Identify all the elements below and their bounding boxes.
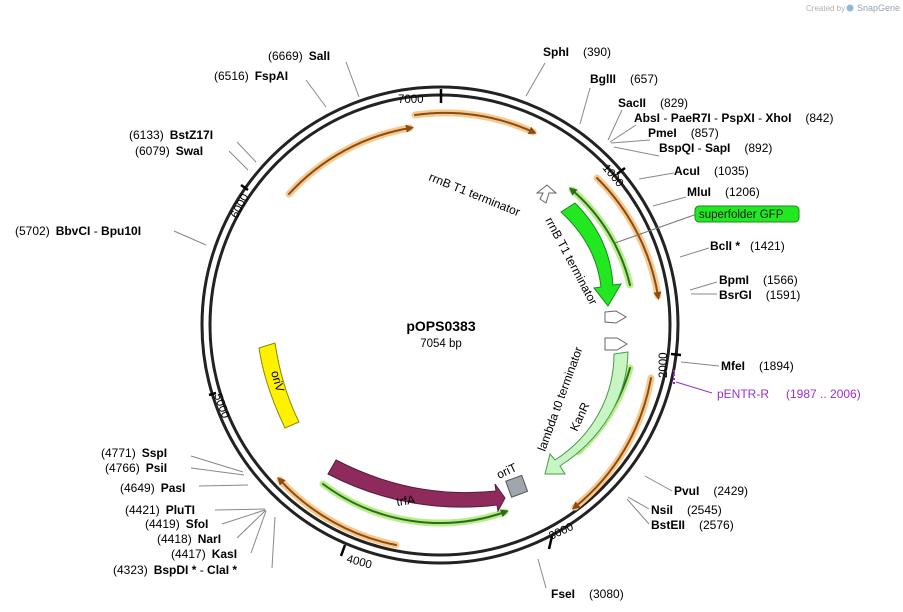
tick-label-2000: 2000 xyxy=(658,352,670,378)
svg-text:SacII(829): SacII(829) xyxy=(618,96,688,110)
site-pvui[interactable]: PvuI(2429) xyxy=(674,484,748,498)
tick-label-3000: 3000 xyxy=(547,521,575,543)
svg-text:(6133)BstZ17I: (6133)BstZ17I xyxy=(129,128,213,142)
site-bpmi[interactable]: BpmI(1566) xyxy=(719,273,798,287)
primer-name: pENTR-R xyxy=(717,387,769,401)
svg-text:NsiI(2545): NsiI(2545) xyxy=(651,503,722,517)
svg-text:(4649)PasI: (4649)PasI xyxy=(120,481,185,495)
lambda-terminator-label: lambda t0 terminator xyxy=(535,345,586,453)
watermark-created-by: Created by xyxy=(806,4,845,13)
plasmid-size: 7054 bp xyxy=(420,338,462,350)
site-psii[interactable]: (4766)PsiI xyxy=(105,461,167,475)
site-nsii[interactable]: NsiI(2545) xyxy=(651,503,722,517)
site-swai[interactable]: (6079)SwaI xyxy=(135,144,203,158)
svg-text:PmeI(857): PmeI(857) xyxy=(648,126,719,140)
svg-text:(4766)PsiI: (4766)PsiI xyxy=(105,461,167,475)
svg-text:BclI *(1421): BclI *(1421) xyxy=(710,239,785,253)
site-pmei[interactable]: PmeI(857) xyxy=(648,126,719,140)
superfolder-gfp-arrow[interactable] xyxy=(560,202,622,307)
svg-text:MluI(1206): MluI(1206) xyxy=(687,185,760,199)
site-sphi[interactable]: SphI(390) xyxy=(543,45,611,59)
site-bglii[interactable]: BglII(657) xyxy=(590,72,658,86)
svg-text:(6669)SalI: (6669)SalI xyxy=(268,49,330,63)
tick-label-5000: 5000 xyxy=(211,392,231,420)
superfolder-gfp-badge[interactable] xyxy=(694,205,800,223)
site-leader-lines xyxy=(173,61,720,589)
kanr-arrow[interactable] xyxy=(544,351,629,475)
svg-text:(4771)SspI: (4771)SspI xyxy=(101,446,167,460)
svg-text:(4418)NarI: (4418)NarI xyxy=(157,532,221,546)
site-sacii[interactable]: SacII(829) xyxy=(618,96,688,110)
oriv-feature[interactable] xyxy=(258,342,300,429)
site-bcli[interactable]: BclI *(1421) xyxy=(710,239,785,253)
svg-text:(4419)SfoI: (4419)SfoI xyxy=(145,517,208,531)
svg-text:BstEII(2576): BstEII(2576) xyxy=(651,518,734,532)
site-absi-paer7i-pspxi-xhoi[interactable]: AbsI - PaeR7I - PspXI - XhoI(842) xyxy=(634,111,833,125)
orit-feature[interactable] xyxy=(505,474,529,498)
site-pasi[interactable]: (4649)PasI xyxy=(120,481,185,495)
svg-text:BspQI - SapI(892): BspQI - SapI(892) xyxy=(659,141,772,155)
site-nari[interactable]: (4418)NarI xyxy=(157,532,221,546)
svg-text:SphI(390): SphI(390) xyxy=(543,45,611,59)
svg-text:AcuI(1035): AcuI(1035) xyxy=(674,164,749,178)
oriv-label: oriV xyxy=(268,369,287,393)
site-fspai[interactable]: (6516)FspAI xyxy=(214,69,288,83)
svg-text:AbsI - PaeR7I - PspXI - XhoI(8: AbsI - PaeR7I - PspXI - XhoI(842) xyxy=(634,111,833,125)
site-pluti[interactable]: (4421)PluTI xyxy=(125,503,195,517)
tick-label-7000: 7000 xyxy=(398,94,424,106)
svg-text:BsrGI(1591): BsrGI(1591) xyxy=(719,288,800,302)
superfolder-gfp-badge-label: superfolder GFP xyxy=(699,209,784,221)
svg-text:(4421)PluTI: (4421)PluTI xyxy=(125,503,195,517)
site-bstz17i[interactable]: (6133)BstZ17I xyxy=(129,128,213,142)
watermark-brand: SnapGene xyxy=(857,3,900,13)
tick-label-4000: 4000 xyxy=(345,553,373,571)
trfa-arrow[interactable] xyxy=(327,459,506,513)
svg-text:BglII(657): BglII(657) xyxy=(590,72,658,86)
site-mlui[interactable]: MluI(1206) xyxy=(687,185,760,199)
snapgene-logo-icon xyxy=(846,4,854,12)
svg-text:FseI(3080): FseI(3080) xyxy=(551,587,624,601)
rrnb-terminator-2-arrow[interactable] xyxy=(604,310,627,324)
site-kasi[interactable]: (4417)KasI xyxy=(171,547,237,561)
site-bbvci-bpu10i[interactable]: (5702)BbvCI - Bpu10I xyxy=(15,224,141,238)
trfa-label: trfA xyxy=(395,493,415,509)
svg-text:PvuI(2429): PvuI(2429) xyxy=(674,484,748,498)
backbone-outer-ring xyxy=(200,85,680,565)
svg-text:MfeI(1894): MfeI(1894) xyxy=(721,359,794,373)
site-sfoi[interactable]: (4419)SfoI xyxy=(145,517,208,531)
site-mfei[interactable]: MfeI(1894) xyxy=(721,359,794,373)
svg-text:(4417)KasI: (4417)KasI xyxy=(171,547,237,561)
svg-text:(6516)FspAI: (6516)FspAI xyxy=(214,69,288,83)
site-bspqi-sapi[interactable]: BspQI - SapI(892) xyxy=(659,141,772,155)
svg-text:(5702)BbvCI - Bpu10I: (5702)BbvCI - Bpu10I xyxy=(15,224,141,238)
rrnb-terminator-1-arrow[interactable] xyxy=(535,184,558,204)
svg-text:BpmI(1566): BpmI(1566) xyxy=(719,273,798,287)
plasmid-name: pOPS0383 xyxy=(406,318,475,334)
site-sspi[interactable]: (4771)SspI xyxy=(101,446,167,460)
site-bsrgi[interactable]: BsrGI(1591) xyxy=(719,288,800,302)
site-fsei[interactable]: FseI(3080) xyxy=(551,587,624,601)
site-bsteii[interactable]: BstEII(2576) xyxy=(651,518,734,532)
site-acui[interactable]: AcuI(1035) xyxy=(674,164,749,178)
rrnb-terminator-1-label: rrnB T1 terminator xyxy=(427,170,522,219)
orf-arc-top xyxy=(411,109,537,136)
svg-text:(6079)SwaI: (6079)SwaI xyxy=(135,144,203,158)
primer-range: (1987 .. 2006) xyxy=(786,387,861,401)
tick-marks xyxy=(208,89,682,557)
lambda-terminator-arrow[interactable] xyxy=(604,337,628,351)
site-salI[interactable]: (6669)SalI xyxy=(268,49,330,63)
svg-text:(4323)BspDI * - ClaI *: (4323)BspDI * - ClaI * xyxy=(113,563,237,577)
site-bspdi-clai[interactable]: (4323)BspDI * - ClaI * xyxy=(113,563,237,577)
